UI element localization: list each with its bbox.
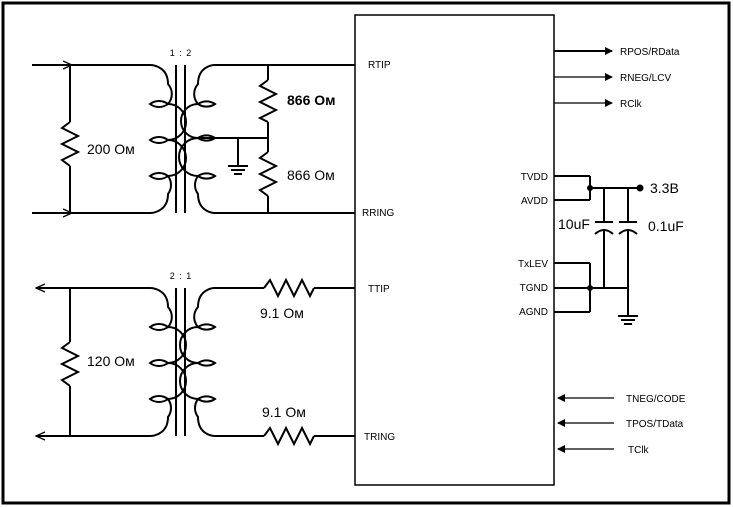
signal-rneg-lcv: RNEG/LCV [620, 73, 671, 84]
junction-vdd [587, 185, 593, 191]
pin-rtip-label: RTIP [368, 60, 391, 71]
signal-tpos-tdata: TPOS/TData [626, 419, 684, 430]
line-interface-chip [354, 14, 555, 486]
signal-tneg-code: TNEG/CODE [626, 394, 686, 405]
resistor-200-ohm-label: 200 Ом [87, 141, 135, 157]
transmit-circuit: 2 : 1 120 Ом 9.1 Ом 9.1 Ом [36, 271, 355, 447]
resistor-866-upper-label: 866 Ом [287, 92, 336, 108]
pin-txlev-label: TxLEV [518, 259, 548, 270]
pin-avdd-label: AVDD [521, 196, 548, 207]
capacitor-0-1uf-label: 0.1uF [648, 218, 684, 234]
pin-ttip-label: TTIP [368, 284, 390, 295]
rx-transformer-ratio: 1 : 2 [170, 48, 193, 58]
tx-transformer-primary [148, 287, 187, 437]
output-signals: RPOS/RData RNEG/LCV RClk [554, 47, 680, 110]
pin-rring-label: RRING [362, 208, 394, 219]
pin-agnd-label: AGND [519, 307, 548, 318]
supply-voltage-label: 3.3В [650, 180, 679, 196]
tx-transformer-secondary [179, 287, 217, 437]
resistor-ring-label: 9.1 Ом [262, 404, 306, 420]
resistor-9-1-ohm-ring [263, 425, 315, 447]
signal-rclk: RClk [620, 99, 643, 110]
signal-rpos-rdata: RPOS/RData [620, 47, 680, 58]
resistor-tip-label: 9.1 Ом [260, 305, 304, 321]
input-signals: TNEG/CODE TPOS/TData TClk [557, 394, 686, 456]
pin-tgnd-label: TGND [520, 283, 548, 294]
rx-transformer-primary [148, 64, 187, 214]
resistor-120-ohm [59, 341, 81, 387]
resistor-866-ohm-upper [257, 79, 279, 123]
capacitor-10uf-label: 10uF [558, 216, 590, 232]
resistor-866-lower-label: 866 Ом [287, 167, 335, 183]
pin-tvdd-label: TVDD [521, 172, 548, 183]
power-network: 3.3В 10uF 0.1uF [554, 175, 684, 325]
signal-tclk: TClk [628, 445, 650, 456]
tx-transformer-ratio: 2 : 1 [170, 271, 193, 281]
supply-terminal [636, 184, 644, 192]
resistor-200-ohm [59, 121, 81, 167]
pin-tring-label: TRING [364, 432, 395, 443]
resistor-866-ohm-lower [257, 151, 279, 197]
receive-circuit: 1 : 2 200 Ом 866 Ом 866 Ом [32, 48, 355, 213]
junction-gnd [587, 285, 593, 291]
resistor-120-ohm-label: 120 Ом [87, 353, 135, 369]
resistor-9-1-ohm-tip [263, 277, 315, 299]
